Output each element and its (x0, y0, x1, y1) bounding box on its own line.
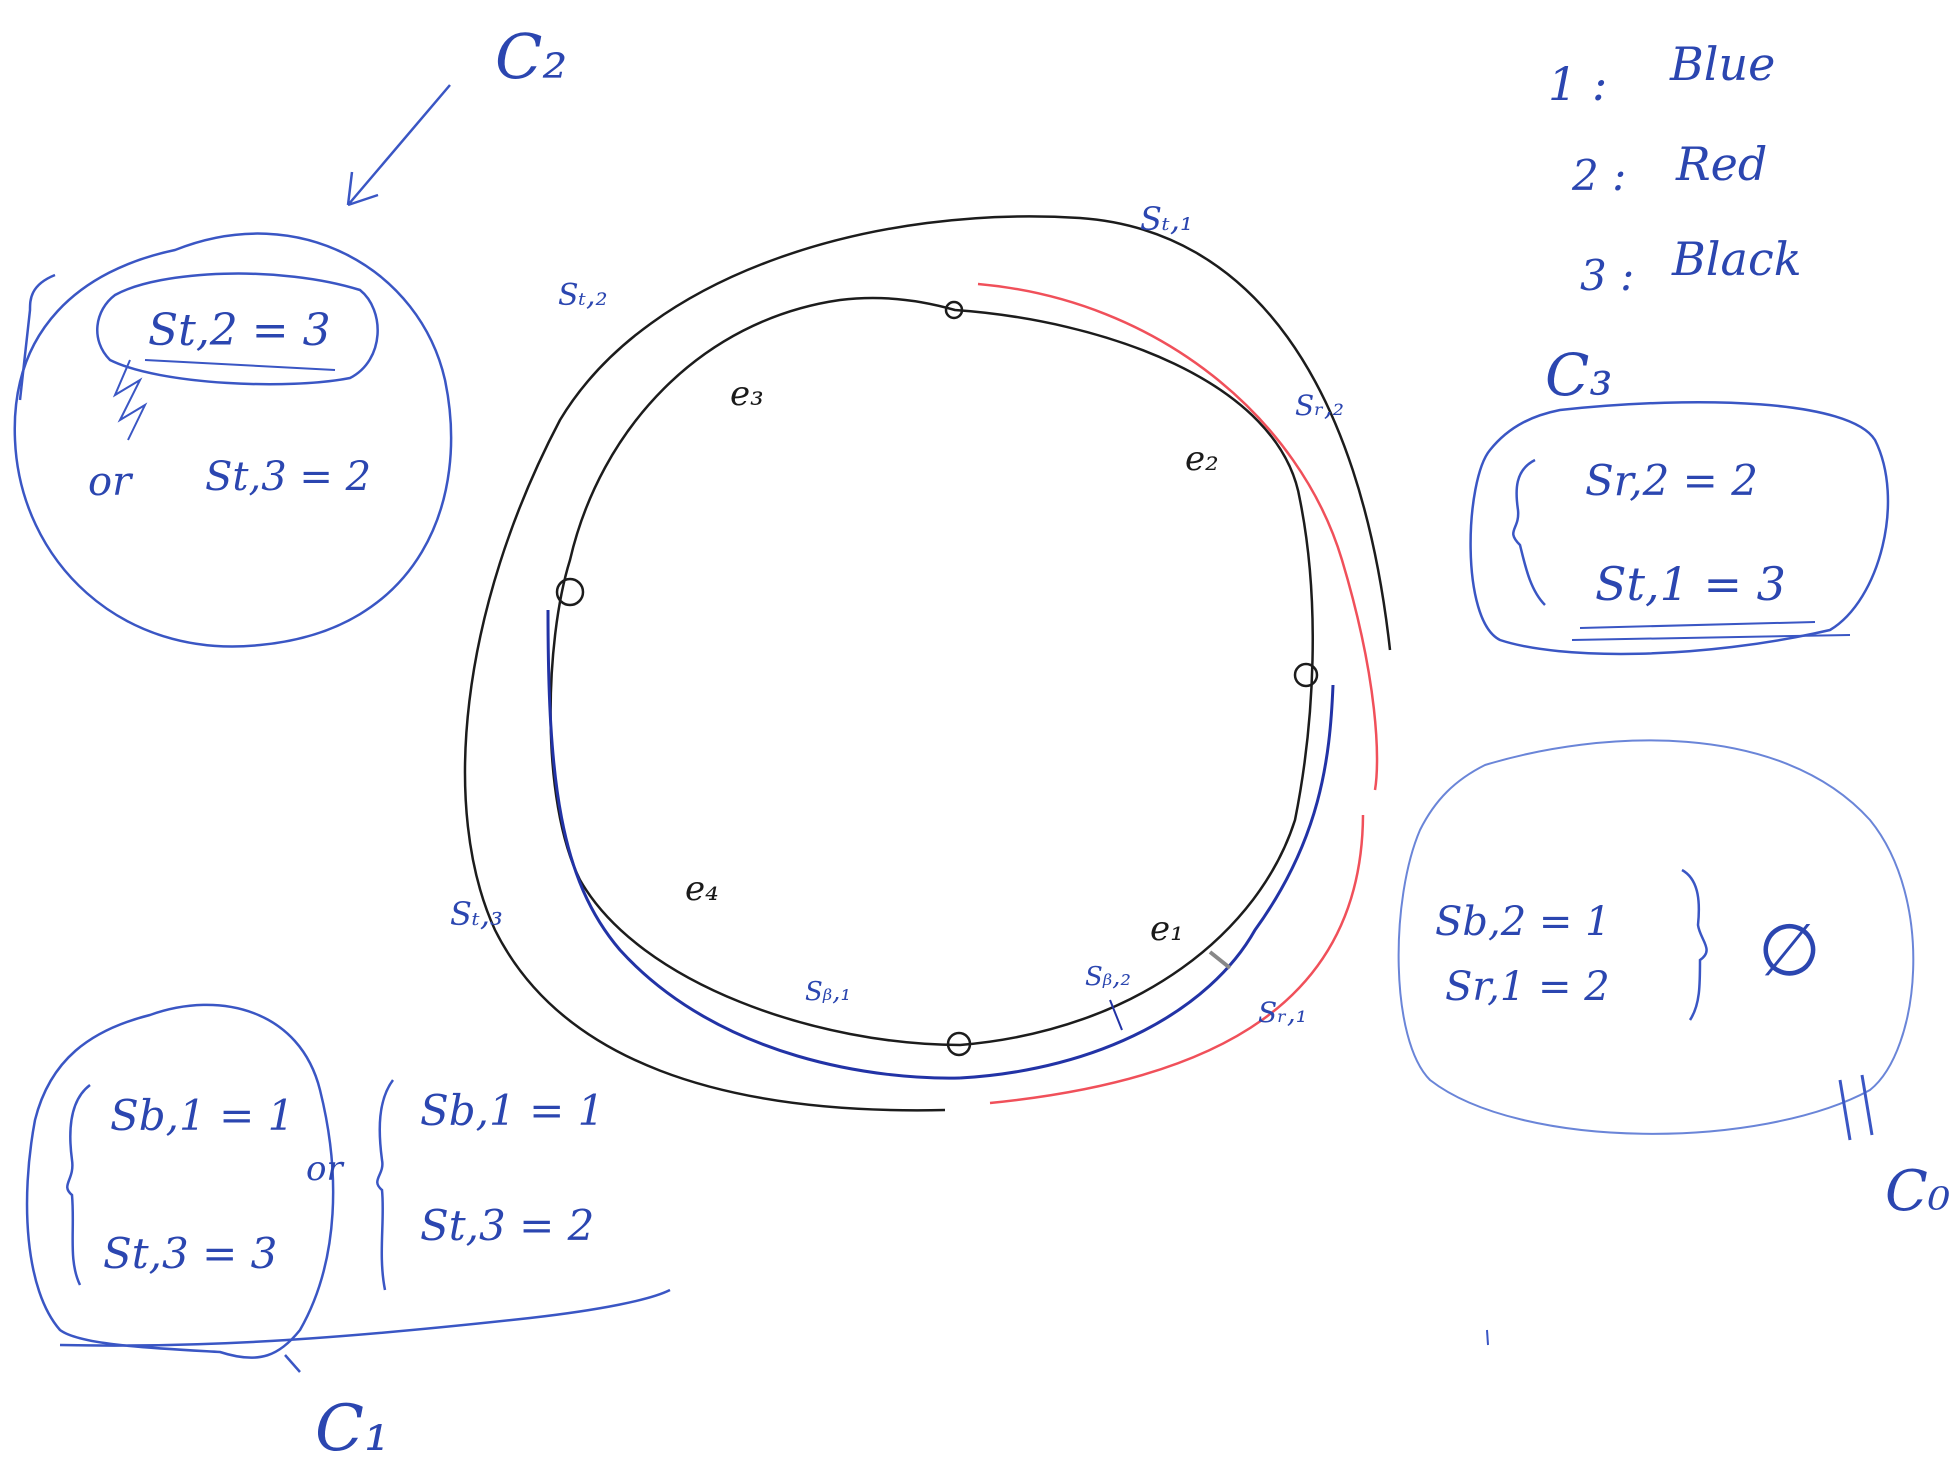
gray-tick (1208, 950, 1232, 970)
inner-edge-loop (549, 296, 1314, 1047)
c2-outer-circle (13, 232, 453, 648)
outer-black-loop (463, 215, 1392, 1112)
label-sb2: Sᵦ,₂ (1085, 962, 1131, 992)
vertex-right (1293, 662, 1319, 688)
c0-brace (1681, 868, 1708, 1021)
c1-left-eq1: Sb,1 = 1 (110, 1091, 294, 1140)
c0-eq1: Sb,2 = 1 (1435, 899, 1611, 945)
label-st3: Sₜ,₃ (450, 895, 503, 933)
c2-scribble (112, 359, 148, 441)
blue-edge-right (959, 684, 1335, 1080)
c2-bracket (18, 273, 56, 401)
c3-underline-2 (1571, 634, 1851, 641)
c1-right-eq2: St,3 = 2 (420, 1201, 594, 1250)
color-legend: 1 : Blue 2 : Red 3 : Black (1548, 37, 1802, 300)
label-st2: Sₜ,₂ (558, 278, 608, 313)
c0-label: C₀ (1885, 1159, 1950, 1224)
label-sr1: Sᵣ,₁ (1258, 996, 1307, 1029)
c2-underline (144, 359, 336, 371)
c2-eq1: St,2 = 3 (148, 305, 331, 356)
c0-equal-link (1838, 1074, 1874, 1141)
c0-circle (1397, 739, 1915, 1135)
legend-key-1: 1 : (1548, 57, 1607, 111)
c1-or: or (306, 1149, 344, 1189)
stray-mark (1486, 1329, 1489, 1346)
red-edge-bottom (989, 814, 1365, 1105)
c1-pointer (284, 1354, 301, 1373)
c0-eq2: Sr,1 = 2 (1445, 964, 1610, 1010)
group-c2: C₂ St,2 = 3 or St,3 = 2 (13, 20, 567, 648)
c1-loop (25, 1003, 335, 1359)
legend-name-3: Black (1671, 232, 1802, 286)
c1-bracket-left (66, 1084, 91, 1286)
blue-edge-left (546, 609, 961, 1080)
c0-result: ∅ (1758, 908, 1821, 992)
c2-label: C₂ (495, 20, 567, 93)
c2-inner-loop (96, 272, 379, 386)
sb2-tick (1109, 999, 1123, 1031)
c1-right-eq1: Sb,1 = 1 (420, 1086, 604, 1135)
legend-key-3: 3 : (1580, 251, 1634, 300)
c3-label: C₃ (1545, 341, 1613, 409)
c2-or: or (88, 459, 134, 505)
vertex-left (555, 577, 585, 607)
label-sr2: Sᵣ,₂ (1295, 389, 1344, 422)
vertex-bottom (946, 1031, 972, 1057)
red-edge-top (977, 282, 1379, 791)
label-e4: e₄ (685, 869, 719, 909)
c3-box (1469, 400, 1890, 656)
group-c0: Sb,2 = 1 Sr,1 = 2 ∅ C₀ (1397, 739, 1950, 1224)
label-sb1: Sᵦ,₁ (805, 977, 851, 1007)
central-ring (463, 215, 1392, 1112)
c1-base-line (59, 1288, 671, 1347)
label-e1: e₁ (1150, 909, 1184, 949)
label-e2: e₂ (1185, 439, 1219, 479)
label-e3: e₃ (730, 374, 764, 414)
c1-bracket-right (376, 1079, 395, 1291)
c1-label: C₁ (315, 1392, 390, 1461)
legend-name-1: Blue (1669, 37, 1775, 91)
ring-labels: e₃ e₂ e₄ e₁ Sₜ,₁ Sₜ,₂ Sᵣ,₂ Sₜ,₃ Sᵦ,₁ Sᵦ,… (450, 200, 1344, 1029)
c3-bracket (1512, 458, 1546, 606)
vertex-top (944, 300, 964, 320)
c1-left-eq2: St,3 = 3 (103, 1229, 277, 1278)
c2-eq2: St,3 = 2 (205, 454, 371, 500)
legend-name-2: Red (1675, 137, 1767, 191)
c3-eq1: Sr,2 = 2 (1585, 456, 1758, 505)
group-c1: Sb,1 = 1 St,3 = 3 or Sb,1 = 1 St,3 = 2 C… (25, 1003, 671, 1461)
c2-arrow (346, 84, 451, 207)
c3-eq2: St,1 = 3 (1595, 557, 1786, 611)
legend-key-2: 2 : (1571, 151, 1626, 200)
group-c3: C₃ Sr,2 = 2 St,1 = 3 (1469, 341, 1890, 656)
label-st1-top: Sₜ,₁ (1140, 200, 1193, 238)
c3-underline-1 (1579, 621, 1816, 629)
